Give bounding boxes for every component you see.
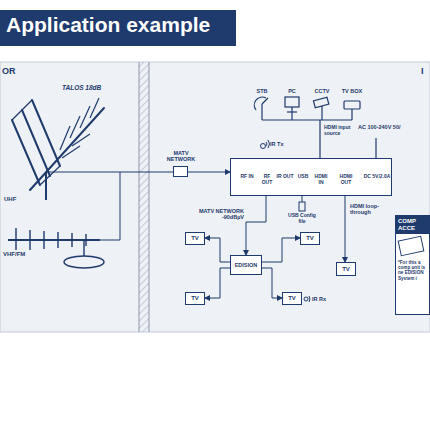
- tv-set: TV: [185, 292, 205, 305]
- title: Application example: [6, 13, 210, 37]
- network-socket: MATV NETWORK: [173, 152, 188, 178]
- tv-set: TV: [282, 292, 302, 305]
- part-label: STB: [257, 88, 268, 94]
- part-label: UHF: [4, 196, 16, 203]
- splitter-box: EDISION: [230, 255, 262, 275]
- port-label: HDMI IN: [313, 174, 330, 186]
- signal-connector: [345, 196, 346, 262]
- tv-label: TV: [306, 235, 314, 242]
- signal-connector: [205, 238, 230, 262]
- signal-connector: [262, 238, 300, 262]
- part-label: USB Config file: [287, 213, 317, 225]
- part-label: TV BOX: [342, 88, 362, 94]
- part-label: PC: [288, 88, 296, 94]
- socket-symbol: [173, 166, 188, 177]
- part-label: IR Tx: [270, 141, 283, 147]
- connector-label: MATV NETWORK -90dBµV: [198, 208, 244, 221]
- tv-label: TV: [288, 295, 296, 302]
- splitter-brand: EDISION: [235, 262, 258, 268]
- part-label: OR: [2, 66, 16, 76]
- tv-set: TV: [336, 262, 356, 276]
- port-label: HDMI OUT: [338, 174, 355, 186]
- part-label: CCTV: [315, 88, 330, 94]
- tv-set: TV: [185, 232, 205, 245]
- tv-label: TV: [342, 266, 350, 273]
- port-label: RF OUT: [259, 174, 276, 186]
- port-label: USB: [295, 174, 312, 180]
- box-heading: COMP ACCE: [396, 216, 429, 234]
- modulator-device: RF INRF OUTIR OUTUSBHDMI IN HDMI OUT DC 5V…: [230, 158, 392, 196]
- signal-connector: [262, 268, 282, 298]
- part-label: HDMI input source: [324, 125, 354, 137]
- signal-connector: [188, 172, 230, 173]
- accessory-icon: [398, 235, 425, 256]
- part-label: I: [421, 66, 424, 76]
- tv-label: TV: [191, 295, 199, 302]
- port-label: RF IN: [239, 174, 256, 180]
- network-label: MATV NETWORK: [161, 150, 201, 163]
- part-label: AC 100-240V 50/: [358, 124, 401, 130]
- part-label: VHF/FM: [3, 251, 25, 258]
- connector-label: HDMI loop-through: [350, 203, 390, 216]
- tv-set: TV: [300, 232, 320, 245]
- part-label: IR Rx: [312, 296, 326, 302]
- box-note: *For this a comp unit is ne EDISION Syst…: [396, 258, 429, 283]
- signal-connector: [205, 268, 230, 298]
- tv-label: TV: [191, 235, 199, 242]
- signal-connector: [246, 196, 266, 255]
- port-label: DC 5V/2.0A: [363, 174, 391, 180]
- part-label: TALOS 18dB: [62, 84, 101, 91]
- port-label: IR OUT: [277, 174, 294, 180]
- accessory-box: COMP ACCE *For this a comp unit is ne EDI…: [395, 215, 430, 315]
